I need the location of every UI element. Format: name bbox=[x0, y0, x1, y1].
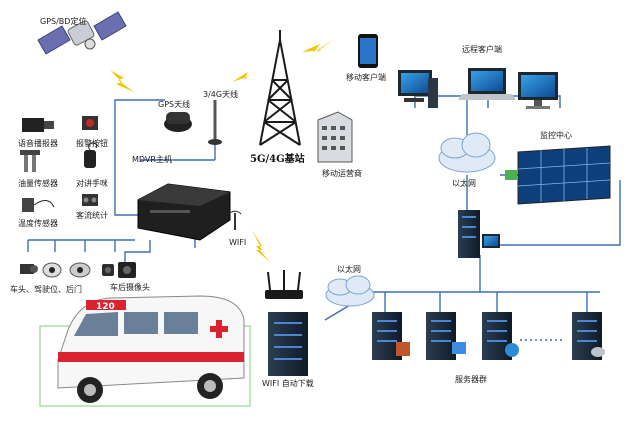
lightning-icons bbox=[110, 38, 336, 262]
gps-antenna-icon bbox=[164, 112, 192, 132]
camera-icon bbox=[20, 264, 38, 274]
mobile-operator-label: 移动运营商 bbox=[322, 168, 362, 178]
base-station-tower-icon bbox=[259, 30, 301, 146]
ambulance-number: 120 bbox=[96, 302, 115, 312]
intercom-label: 对讲手咪 bbox=[76, 178, 108, 188]
connection-lines bbox=[27, 95, 621, 321]
oil-sensor-label: 油量传感器 bbox=[18, 178, 58, 188]
laptop-computer-icon bbox=[458, 68, 516, 100]
remote-client-label: 远程客户端 bbox=[462, 44, 502, 54]
server-icon bbox=[426, 312, 466, 360]
ambulance-icon bbox=[57, 295, 245, 403]
temp-sensor-icon bbox=[22, 198, 55, 212]
voice-alarm-label: 语音播报器 bbox=[18, 138, 58, 148]
mobile-client-label: 移动客户端 bbox=[346, 72, 386, 82]
cloud-icon bbox=[438, 132, 496, 173]
mdvr-host-icon bbox=[137, 183, 231, 241]
peripherals: 语音播报器 报警按钮 油量传感器 对讲手咪 温度传感器 客流统计 bbox=[18, 116, 108, 228]
cameras bbox=[20, 262, 136, 278]
wifi-antenna-icon bbox=[228, 210, 242, 230]
server-icon bbox=[482, 312, 519, 360]
monitor-center-label: 监控中心 bbox=[540, 130, 572, 140]
ethernet-top-label: 以太网 bbox=[452, 178, 476, 188]
cameras-label: 车头、驾驶位、后门 bbox=[10, 284, 82, 294]
ethernet-mid-label: 以太网 bbox=[337, 264, 361, 274]
gps-bd-label: GPS/BD定位 bbox=[40, 16, 86, 26]
central-server-icon bbox=[458, 210, 500, 258]
lightning-icon bbox=[110, 70, 134, 92]
wifi-label: WIFI bbox=[229, 238, 246, 247]
rear-camera-label: 车后摄像头 bbox=[110, 282, 150, 292]
camera-icon bbox=[102, 264, 114, 276]
temp-sensor-label: 温度传感器 bbox=[18, 218, 58, 228]
rear-camera-icon bbox=[118, 262, 136, 278]
mdvr-host-label: MDVR主机 bbox=[132, 154, 172, 164]
satellite-icon bbox=[37, 11, 127, 55]
monitor-computer-icon bbox=[518, 72, 558, 109]
video-wall-icon bbox=[505, 145, 611, 205]
cloud-icon bbox=[325, 275, 375, 307]
server-cluster bbox=[372, 312, 605, 360]
wifi-download-label: WIFI 自动下载 bbox=[262, 378, 314, 388]
base-station-label: 5G/4G基站 bbox=[250, 152, 305, 165]
gps-antenna-label: GPS天线 bbox=[158, 99, 190, 109]
wifi-router-icon bbox=[265, 270, 303, 299]
lightning-icon bbox=[232, 64, 262, 82]
server-icon bbox=[572, 312, 605, 360]
passenger-count-label: 客流统计 bbox=[76, 210, 108, 220]
intercom-icon bbox=[84, 142, 98, 168]
server-icon bbox=[372, 312, 410, 360]
server-cluster-label: 服务器群 bbox=[455, 374, 487, 384]
lightning-icon bbox=[302, 38, 336, 52]
camera-icon bbox=[69, 262, 91, 278]
operator-building-icon bbox=[317, 111, 353, 163]
mobile-phone-icon bbox=[358, 34, 378, 68]
cellular-antenna-icon bbox=[208, 100, 222, 145]
passenger-counter-icon bbox=[82, 194, 98, 206]
camera-icon bbox=[42, 262, 62, 278]
antenna-34g-label: 3/4G天线 bbox=[203, 89, 238, 99]
oil-sensor-icon bbox=[20, 150, 40, 172]
lightning-icon bbox=[252, 230, 270, 262]
speaker-icon bbox=[22, 118, 54, 132]
alarm-button-icon bbox=[82, 116, 98, 130]
desktop-computer-icon bbox=[398, 70, 438, 108]
wifi-download-server-icon bbox=[268, 312, 308, 376]
